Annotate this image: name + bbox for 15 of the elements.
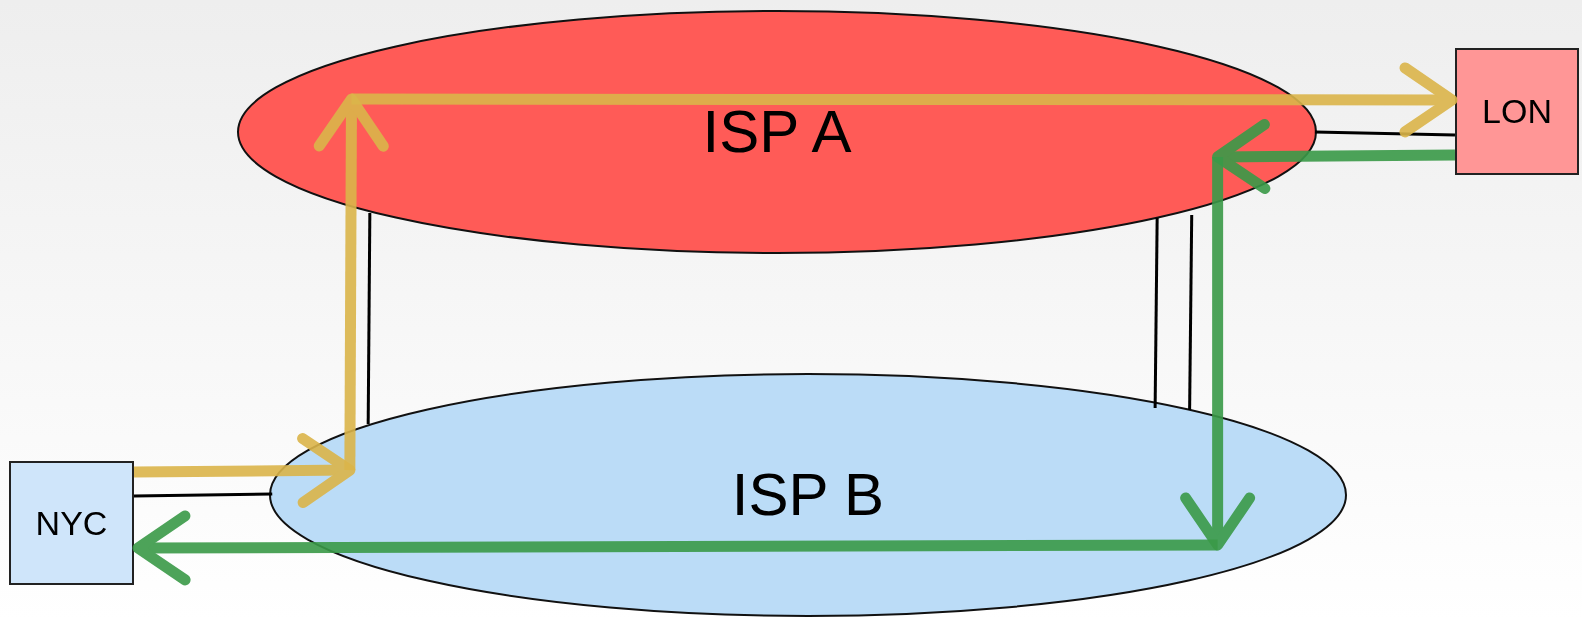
arrow <box>351 62 1458 138</box>
node-label: NYC <box>35 502 108 544</box>
connector-line <box>1188 214 1194 411</box>
arrow <box>133 433 356 509</box>
connector-line <box>1153 217 1159 408</box>
node-label: ISP A <box>702 97 852 167</box>
connector-line <box>133 492 273 498</box>
connector-line <box>1314 130 1456 137</box>
arrow <box>313 93 389 471</box>
arrow <box>1180 156 1256 551</box>
node-label: ISP B <box>731 460 885 530</box>
arrow <box>1212 119 1456 195</box>
arrow <box>132 510 1218 586</box>
node-label: LON <box>1482 91 1552 132</box>
connector-line <box>366 213 372 424</box>
